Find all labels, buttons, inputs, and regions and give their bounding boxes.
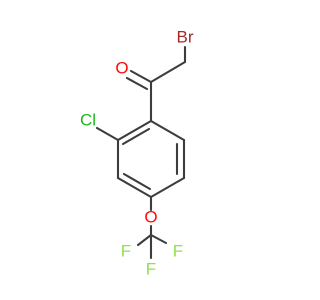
atom-f3-label: F — [146, 259, 156, 278]
atom-cl-label: Cl — [80, 110, 96, 129]
atom-o-ketone-label: O — [115, 58, 128, 77]
atom-labels: Br O Cl O F F F — [80, 27, 194, 278]
atom-br-label: Br — [177, 27, 194, 46]
atom-f2-label: F — [173, 241, 183, 260]
ring-bond-c1-c2 — [116, 119, 153, 142]
bond-c-f2 — [149, 233, 168, 245]
bond-ch2-carbonyl — [149, 60, 187, 84]
bonds — [95, 45, 187, 260]
ring-bond-c1-c2-inner — [121, 127, 151, 146]
atom-f1-label: F — [121, 241, 131, 260]
ring-bond-c3-c4 — [116, 176, 153, 199]
bond-ring-cl — [95, 126, 120, 142]
molecule-diagram: Br O Cl O F F F — [80, 27, 194, 278]
bond-carbonyl-o-2 — [125, 76, 149, 91]
ring-bond-c4-c5 — [149, 176, 186, 199]
atom-o-ether-label: O — [144, 207, 157, 226]
bond-c-f1 — [136, 233, 153, 247]
structure-svg: Br O Cl O F F F — [80, 27, 194, 278]
ring-bond-c6-c1 — [149, 119, 186, 142]
bond-carbonyl-o-1 — [129, 69, 153, 84]
ring-bond-c3-c4-inner — [122, 172, 152, 191]
